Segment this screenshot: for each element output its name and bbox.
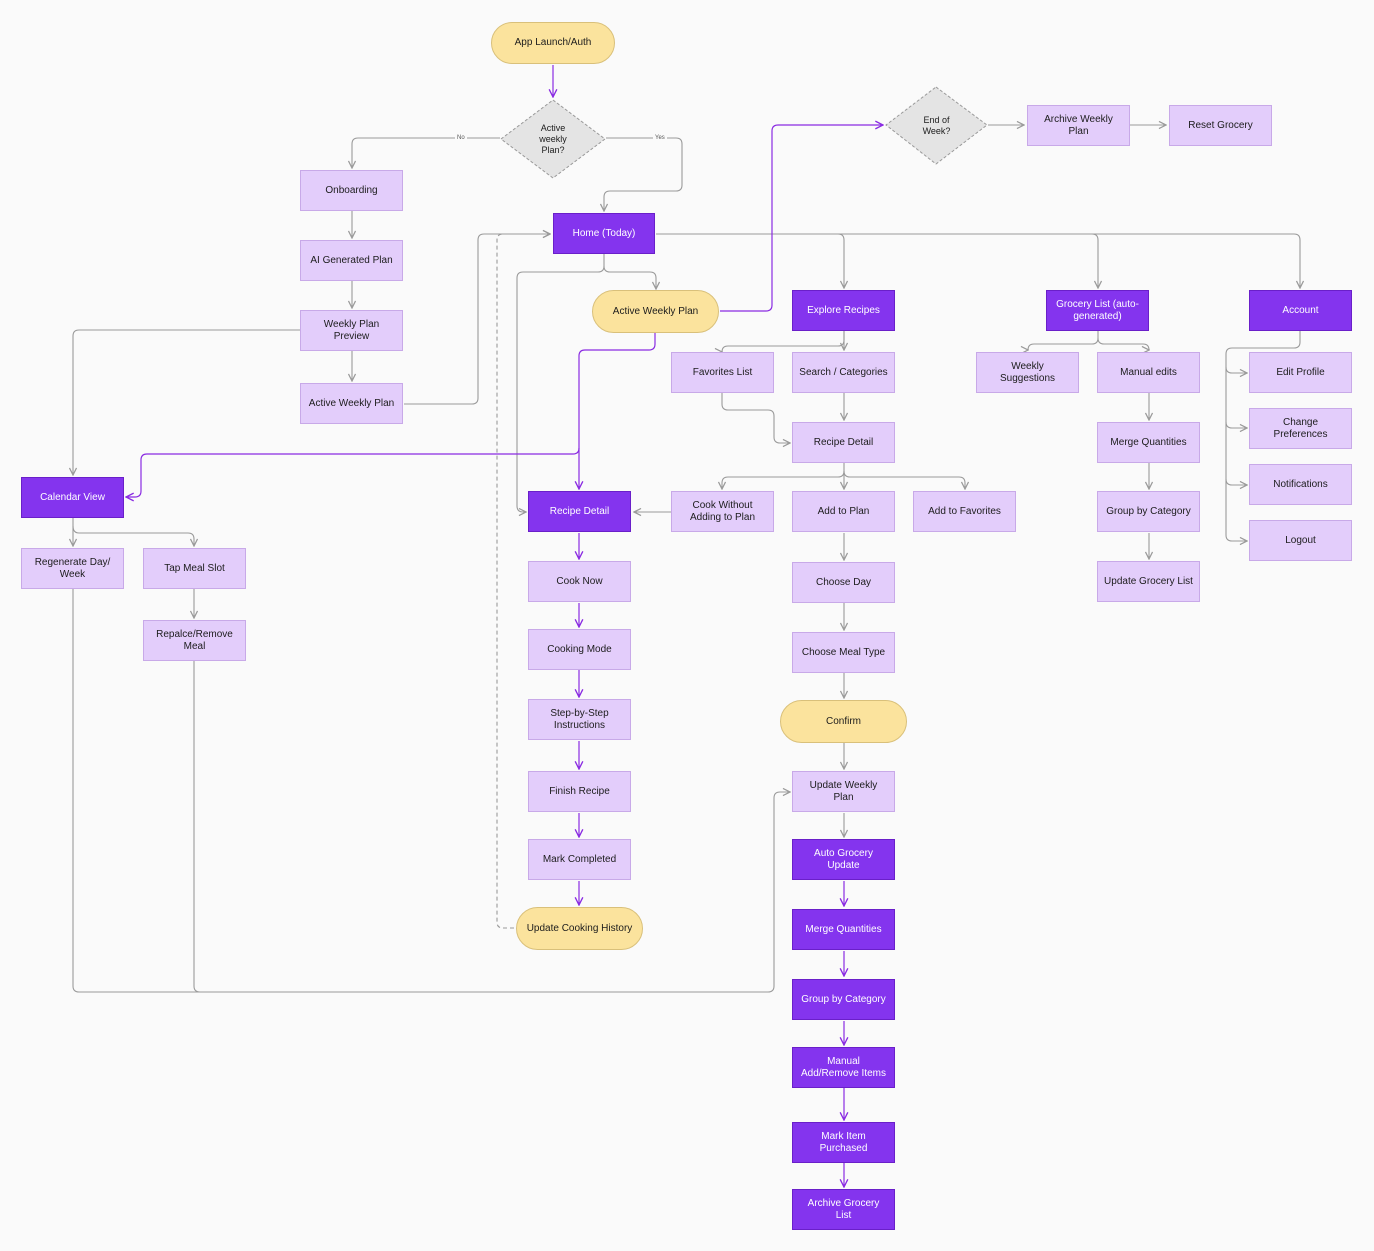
finish-recipe-node[interactable]: Finish Recipe [528,771,631,812]
group-by-category-grocery-node[interactable]: Group by Category [1097,491,1200,532]
choose-day-node[interactable]: Choose Day [792,562,895,603]
mark-item-purchased-node[interactable]: Mark Item Purchased [792,1122,895,1163]
edge [837,233,844,288]
edge [1028,331,1099,350]
active-weekly-plan-left-node[interactable]: Active Weekly Plan [300,383,403,424]
home-today-node[interactable]: Home (Today) [553,213,655,254]
cooking-mode-node[interactable]: Cooking Mode [528,629,631,670]
edge [721,393,790,443]
weekly-plan-preview-node[interactable]: Weekly Plan Preview [300,310,403,351]
decision-diamond-shape [885,86,988,165]
merge-quantities-grocery-node[interactable]: Merge Quantities [1097,422,1200,463]
group-by-category-node[interactable]: Group by Category [792,979,895,1020]
confirm-node[interactable]: Confirm [780,700,907,743]
edge [1097,337,1149,350]
cook-now-node[interactable]: Cook Now [528,561,631,602]
edge [656,233,1300,288]
ai-generated-plan-node[interactable]: AI Generated Plan [300,240,403,281]
decision-diamond-shape [500,99,606,179]
mark-completed-node[interactable]: Mark Completed [528,839,631,880]
add-to-favorites-node[interactable]: Add to Favorites [913,491,1016,532]
archive-grocery-list-node[interactable]: Archive Grocery List [792,1189,895,1230]
edge-accent [579,332,656,489]
update-cooking-history-node[interactable]: Update Cooking History [516,907,643,950]
notifications-node[interactable]: Notifications [1249,464,1352,505]
regenerate-day-week-node[interactable]: Regenerate Day/ Week [21,548,124,589]
edge [72,525,194,546]
edge [1225,331,1301,541]
change-preferences-node[interactable]: Change Preferences [1249,408,1352,449]
merge-quantities-node[interactable]: Merge Quantities [792,909,895,950]
end-of-week-decision[interactable]: End of Week? [885,86,988,165]
edge-label-yes: Yes [653,135,667,141]
calendar-view-node[interactable]: Calendar View [21,477,124,518]
edge-accent [126,447,580,497]
edge [1091,233,1098,288]
edge [193,661,201,993]
choose-meal-type-node[interactable]: Choose Meal Type [792,632,895,673]
edge [1225,478,1247,485]
edge-dashed [496,234,550,929]
edge [1225,421,1247,428]
edge-accent [720,125,883,312]
edge-label-no: No [455,135,467,141]
recipe-detail-explore-node[interactable]: Recipe Detail [792,422,895,463]
favorites-list-node[interactable]: Favorites List [671,352,774,393]
add-to-plan-node[interactable]: Add to Plan [792,491,895,532]
active-weekly-plan-pill[interactable]: Active Weekly Plan [592,290,719,333]
weekly-suggestions-node[interactable]: Weekly Suggestions [976,352,1079,393]
tap-meal-slot-node[interactable]: Tap Meal Slot [143,548,246,589]
edge [1225,366,1247,373]
onboarding-node[interactable]: Onboarding [300,170,403,211]
reset-grocery-node[interactable]: Reset Grocery [1169,105,1272,146]
edge [843,470,965,489]
edge-yes [604,137,683,211]
decision-label: Active weekly Plan? [539,122,567,155]
edge [72,589,790,993]
edge [73,329,300,475]
logout-node[interactable]: Logout [1249,520,1352,561]
edge [603,254,656,289]
active-weekly-plan-decision[interactable]: Active weekly Plan? [500,99,606,179]
edit-profile-node[interactable]: Edit Profile [1249,352,1352,393]
edge [722,331,845,352]
manual-add-remove-node[interactable]: Manual Add/Remove Items [792,1047,895,1088]
edge [404,234,550,405]
search-categories-node[interactable]: Search / Categories [792,352,895,393]
grocery-list-node[interactable]: Grocery List (auto-generated) [1046,290,1149,331]
account-node[interactable]: Account [1249,290,1352,331]
recipe-detail-node[interactable]: Recipe Detail [528,491,631,532]
edge [722,470,845,489]
explore-recipes-node[interactable]: Explore Recipes [792,290,895,331]
manual-edits-node[interactable]: Manual edits [1097,352,1200,393]
cook-without-adding-node[interactable]: Cook Without Adding to Plan [671,491,774,532]
decision-label: End of Week? [922,114,951,136]
edge [516,265,605,512]
archive-weekly-plan-node[interactable]: Archive Weekly Plan [1027,105,1130,146]
edge-no [352,137,500,168]
replace-remove-meal-node[interactable]: Repalce/Remove Meal [143,620,246,661]
step-by-step-node[interactable]: Step-by-Step Instructions [528,699,631,740]
update-grocery-list-node[interactable]: Update Grocery List [1097,561,1200,602]
update-weekly-plan-node[interactable]: Update Weekly Plan [792,771,895,812]
app-launch-node[interactable]: App Launch/Auth [491,22,615,64]
auto-grocery-update-node[interactable]: Auto Grocery Update [792,839,895,880]
